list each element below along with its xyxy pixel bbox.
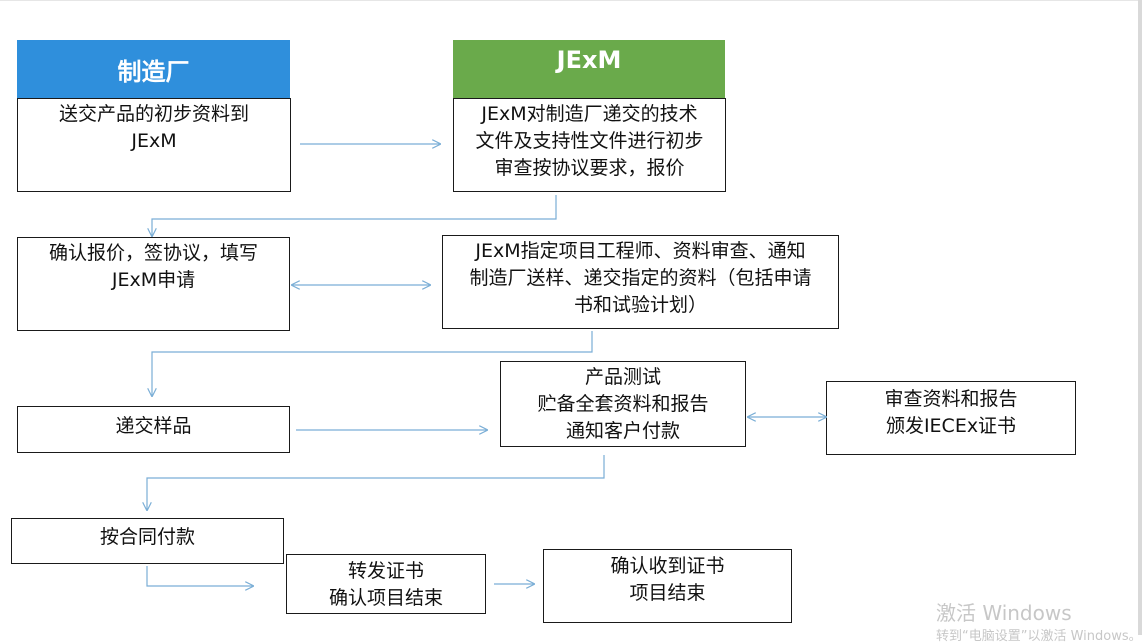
assign-engineer-line-2: 制造厂送样、递交指定的资料（包括申请 [469, 267, 812, 289]
jexm-review-line-1: JExM对制造厂递交的技术 [481, 103, 698, 125]
product-test-line-2: 贮备全套资料和报告 [537, 393, 709, 415]
arrow-test-to-payment [147, 455, 605, 510]
assign-engineer-box: JExM指定项目工程师、资料审查、通知 制造厂送样、递交指定的资料（包括申请 书… [442, 235, 839, 329]
window-top-edge [0, 0, 1142, 1]
assign-engineer-line-1: JExM指定项目工程师、资料审查、通知 [475, 240, 806, 262]
jexm-review-line-2: 文件及支持性文件进行初步 [475, 130, 704, 152]
submit-prelim-line-1: 送交产品的初步资料到 [58, 103, 249, 125]
confirm-receipt-box: 确认收到证书 项目结束 [543, 549, 792, 623]
product-test-box: 产品测试 贮备全套资料和报告 通知客户付款 [500, 361, 746, 447]
window-right-edge [1138, 0, 1142, 635]
arrow-review-to-confirm [152, 195, 557, 236]
submit-prelim-line-2: JExM [131, 130, 177, 152]
jexm-header: JExM [453, 40, 725, 98]
confirm-quote-line-2: JExM申请 [111, 269, 196, 291]
review-issue-line-2: 颁发IECEx证书 [885, 415, 1017, 437]
pay-contract-box: 按合同付款 [11, 518, 284, 564]
jexm-review-line-3: 审查按协议要求，报价 [494, 157, 685, 179]
arrow-payment-to-forward [146, 566, 253, 586]
confirm-quote-line-1: 确认报价，签协议，填写 [48, 242, 258, 264]
product-test-line-3: 通知客户付款 [565, 420, 680, 442]
jexm-review-box: JExM对制造厂递交的技术 文件及支持性文件进行初步 审查按协议要求，报价 [453, 98, 726, 192]
review-issue-box: 审查资料和报告 颁发IECEx证书 [826, 381, 1076, 455]
assign-engineer-line-3: 书和试验计划） [573, 294, 707, 316]
forward-cert-box: 转发证书 确认项目结束 [286, 554, 486, 614]
confirm-quote-box: 确认报价，签协议，填写 JExM申请 [17, 237, 290, 331]
forward-cert-line-1: 转发证书 [347, 560, 424, 582]
submit-prelim-box: 送交产品的初步资料到 JExM [17, 98, 291, 192]
manufacturer-header: 制造厂 [17, 40, 290, 98]
pay-contract-line-1: 按合同付款 [99, 526, 195, 548]
review-issue-line-1: 审查资料和报告 [884, 388, 1018, 410]
confirm-receipt-line-1: 确认收到证书 [610, 555, 725, 577]
submit-samples-box: 递交样品 [17, 406, 290, 453]
confirm-receipt-line-2: 项目结束 [629, 582, 706, 604]
windows-watermark-title: 激活 Windows [936, 601, 1072, 625]
forward-cert-line-2: 确认项目结束 [328, 587, 443, 609]
product-test-line-1: 产品测试 [584, 366, 661, 388]
submit-samples-line-1: 递交样品 [115, 415, 192, 437]
